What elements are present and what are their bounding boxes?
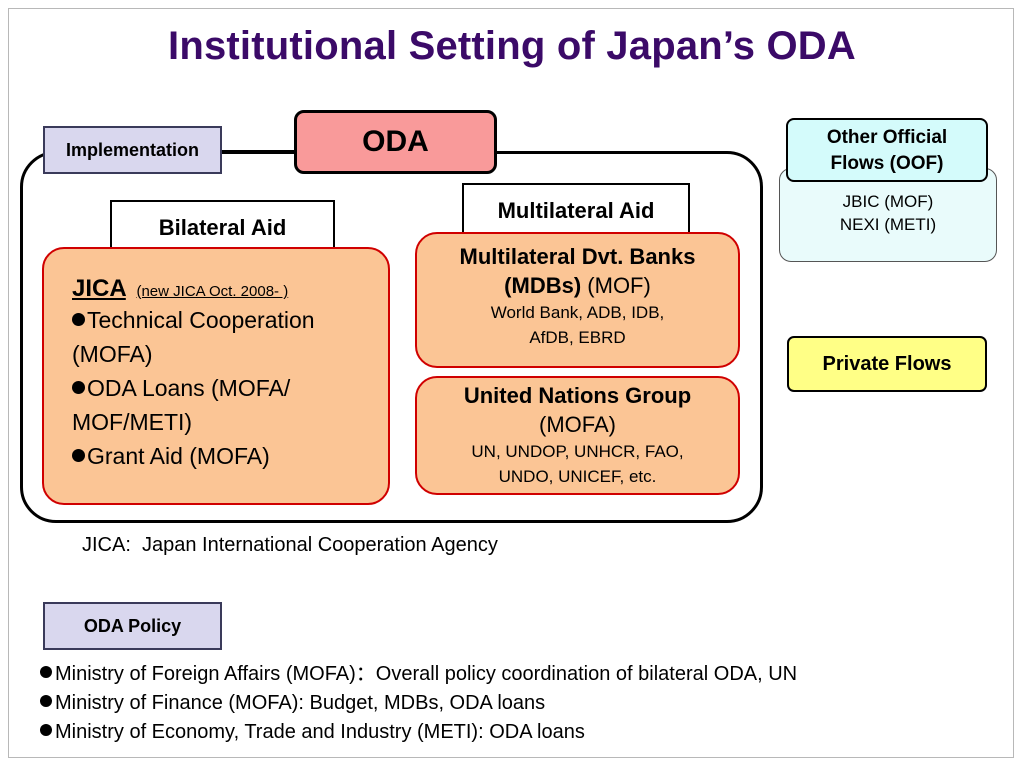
bullet-icon: [40, 666, 52, 678]
jica-item-text: ODA Loans (MOFA/: [87, 375, 291, 401]
implementation-label: Implementation: [43, 126, 222, 174]
oof-heading: Other Official Flows (OOF): [786, 118, 988, 182]
policy-list: Ministry of Foreign Affairs (MOFA)：Overa…: [40, 660, 1015, 747]
mdb-ministry: (MOF): [587, 273, 651, 298]
jica-item: Technical Cooperation: [72, 303, 388, 337]
slide-frame: [8, 8, 1014, 758]
jica-item-text: Grant Aid (MOFA): [87, 443, 270, 469]
multilateral-aid-box: Multilateral Aid: [462, 183, 690, 238]
jica-item: Grant Aid (MOFA): [72, 439, 388, 473]
jica-name: JICA: [72, 275, 126, 302]
oof-heading-line: Flows (OOF): [830, 153, 944, 174]
oof-heading-line: Other Official: [826, 127, 948, 148]
un-members: UN, UNDOP, UNHCR, FAO,: [471, 442, 684, 461]
jica-item: ODA Loans (MOFA/: [72, 371, 388, 405]
oof-member: NEXI (METI): [839, 215, 937, 234]
mdb-abbrev: (MDBs): [504, 273, 582, 298]
un-title: United Nations Group: [463, 383, 692, 408]
policy-item: Ministry of Economy, Trade and Industry …: [40, 718, 1015, 747]
policy-item: Ministry of Finance (MOFA): Budget, MDBs…: [40, 689, 1015, 718]
oda-policy-label: ODA Policy: [43, 602, 222, 650]
mdb-members: World Bank, ADB, IDB,: [490, 303, 665, 322]
jica-item-continuation: MOF/METI): [72, 409, 193, 435]
policy-item-text: Ministry of Economy, Trade and Industry …: [55, 721, 585, 743]
private-flows-box: Private Flows: [787, 336, 987, 392]
bullet-icon: [40, 724, 52, 736]
un-ministry: (MOFA): [539, 412, 616, 437]
jica-note: (new JICA Oct. 2008- ): [136, 283, 289, 300]
bullet-icon: [40, 695, 52, 707]
mdb-subtitle: (MDBs) (MOF): [417, 271, 738, 300]
policy-item-text: Ministry of Finance (MOFA): Budget, MDBs…: [55, 692, 546, 714]
un-members: UNDO, UNICEF, etc.: [498, 467, 657, 486]
bullet-icon: [72, 449, 85, 462]
jica-item-continuation: (MOFA): [72, 341, 153, 367]
jica-box: JICA (new JICA Oct. 2008- ) Technical Co…: [42, 247, 390, 505]
jica-definition: JICA: Japan International Cooperation Ag…: [82, 534, 498, 556]
oof-body: JBIC (MOF) NEXI (METI): [779, 168, 997, 262]
bullet-icon: [72, 313, 85, 326]
oof-member: JBIC (MOF): [842, 192, 934, 211]
jica-item-text: Technical Cooperation: [87, 307, 315, 333]
slide-title: Institutional Setting of Japan’s ODA: [168, 24, 856, 68]
un-box: United Nations Group (MOFA) UN, UNDOP, U…: [415, 376, 740, 495]
implementation-connector: [222, 150, 296, 153]
oda-box: ODA: [294, 110, 497, 174]
policy-item-text: Ministry of Foreign Affairs (MOFA)：Overa…: [55, 663, 798, 685]
jica-heading: JICA (new JICA Oct. 2008- ): [72, 275, 388, 303]
mdb-members: AfDB, EBRD: [529, 328, 626, 347]
mdb-box: Multilateral Dvt. Banks (MDBs) (MOF) Wor…: [415, 232, 740, 368]
policy-item: Ministry of Foreign Affairs (MOFA)：Overa…: [40, 660, 1015, 689]
bilateral-aid-box: Bilateral Aid: [110, 200, 335, 255]
mdb-title: Multilateral Dvt. Banks: [459, 244, 696, 269]
bullet-icon: [72, 381, 85, 394]
